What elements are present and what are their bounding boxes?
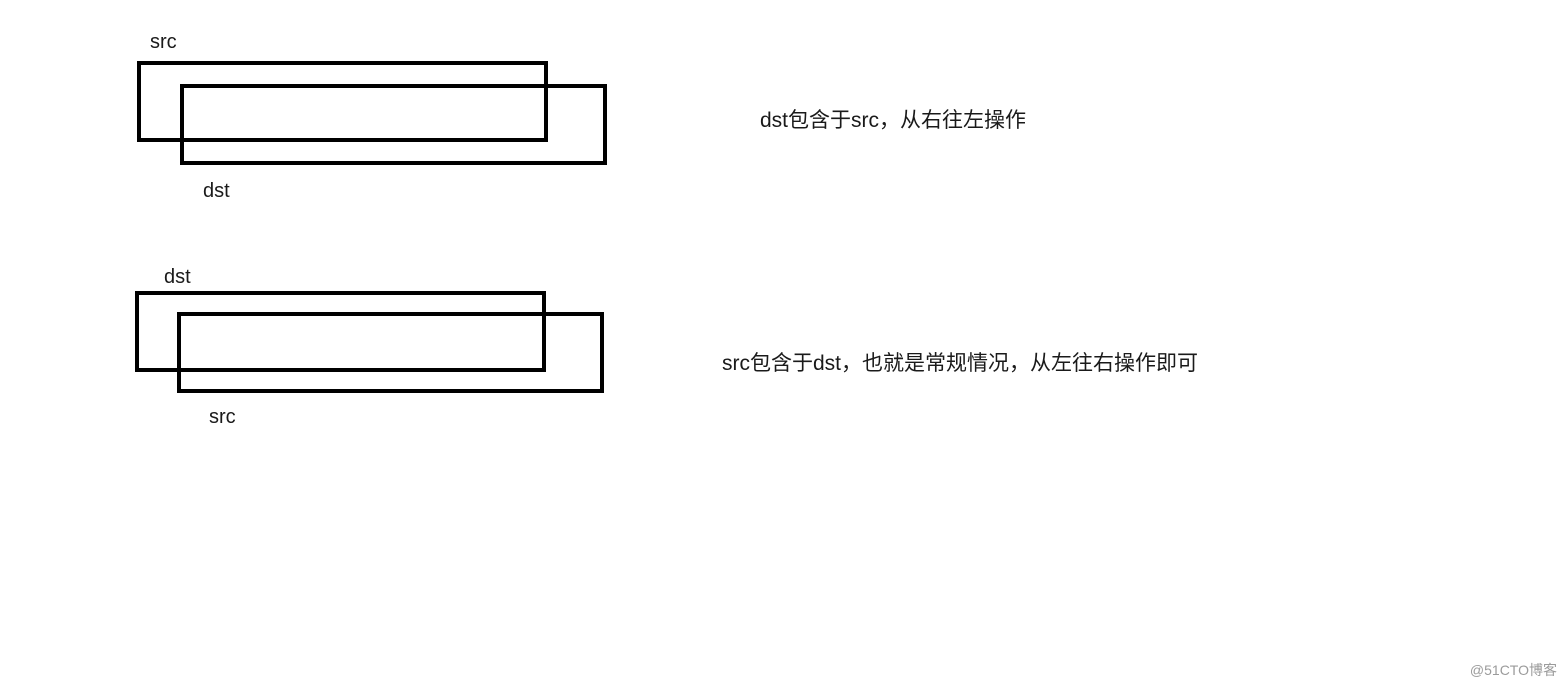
51cto-watermark: @51CTO博客 [1469,662,1557,678]
dst-label: dst [164,266,191,288]
dst-rectangle [135,291,546,372]
src-rectangle [137,61,548,142]
dst-label: dst [203,180,230,202]
src-label: src [209,406,236,428]
case-1-caption: dst包含于src，从右往左操作 [760,109,1027,132]
src-label: src [150,31,177,53]
src-rectangle [177,312,604,393]
dst-rectangle [180,84,607,165]
case-2-caption: src包含于dst，也就是常规情况，从左往右操作即可 [722,352,1199,375]
